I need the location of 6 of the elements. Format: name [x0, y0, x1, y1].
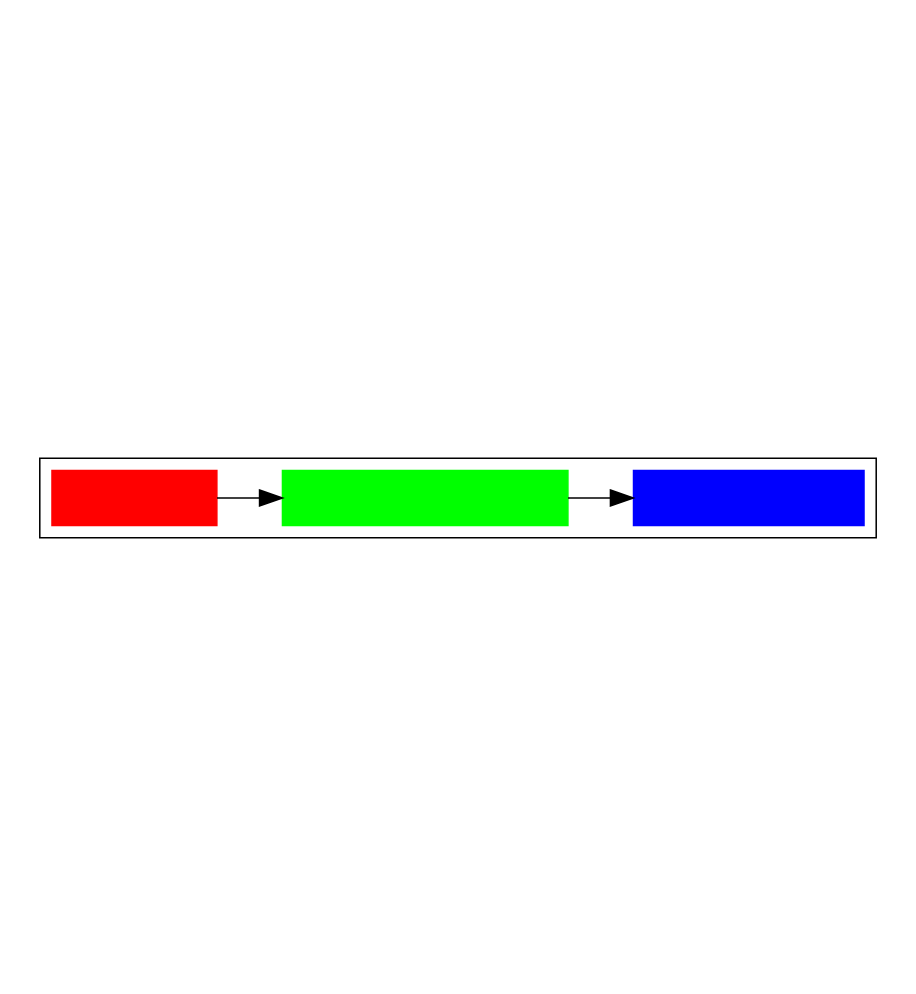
node-box — [281, 468, 569, 526]
node-box — [51, 468, 218, 526]
arrow — [567, 487, 636, 507]
arrow — [216, 487, 285, 507]
node-box — [632, 468, 865, 526]
cluster — [39, 456, 877, 538]
